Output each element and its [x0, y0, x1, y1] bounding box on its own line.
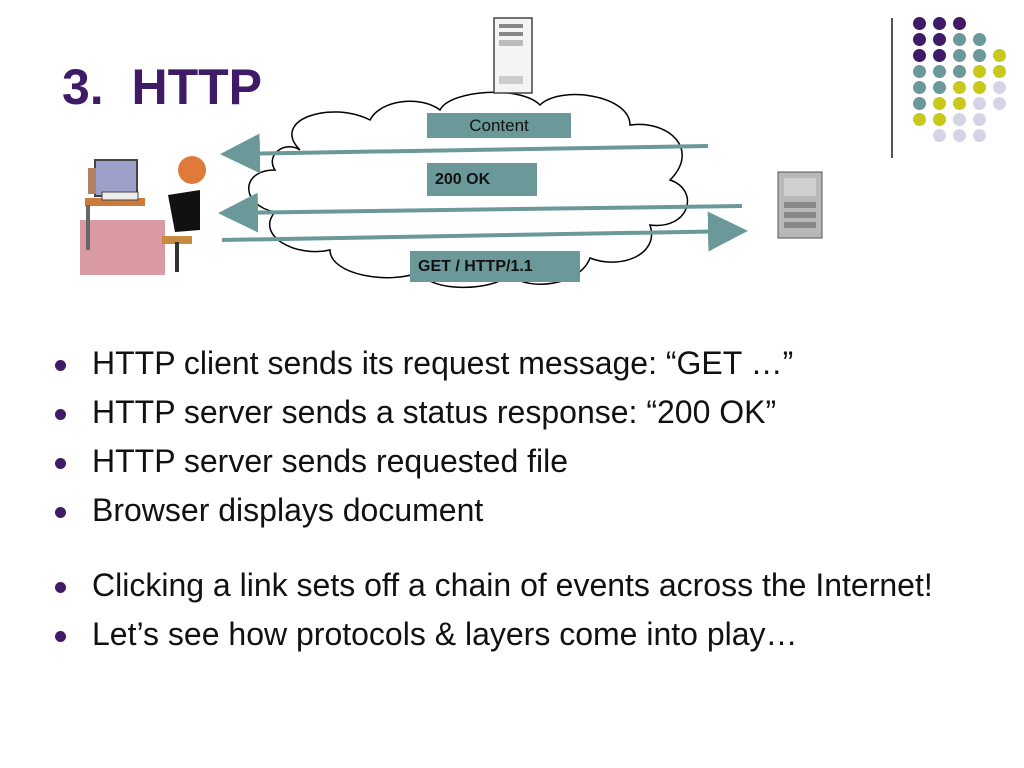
request-arrow: [221, 211, 748, 252]
bullet-item: HTTP server sends a status response: “20…: [55, 393, 995, 431]
bullet-gap: [55, 529, 995, 551]
request-label: GET / HTTP/1.1: [410, 251, 580, 282]
decorative-divider-line: [891, 18, 893, 158]
web-server-icon: [777, 171, 823, 239]
content-arrow: [220, 133, 709, 174]
status-label: 200 OK: [427, 163, 537, 196]
bullet-item: HTTP server sends requested file: [55, 442, 995, 480]
content-label: Content: [427, 113, 571, 138]
request-label-text: GET / HTTP/1.1: [418, 257, 533, 275]
bullet-item: Clicking a link sets off a chain of even…: [55, 566, 952, 604]
bullet-list: HTTP client sends its request message: “…: [55, 344, 995, 653]
bullet-item: HTTP client sends its request message: “…: [55, 344, 995, 382]
slide-title: 3. HTTP: [62, 59, 263, 115]
client-user-icon: [80, 156, 206, 275]
status-arrow: [218, 192, 743, 233]
content-label-text: Content: [469, 115, 529, 135]
server-tower-icon: [493, 17, 533, 94]
status-label-text: 200 OK: [435, 170, 491, 188]
bullet-item: Browser displays document: [55, 491, 995, 529]
bullet-item: Let’s see how protocols & layers come in…: [55, 615, 995, 653]
